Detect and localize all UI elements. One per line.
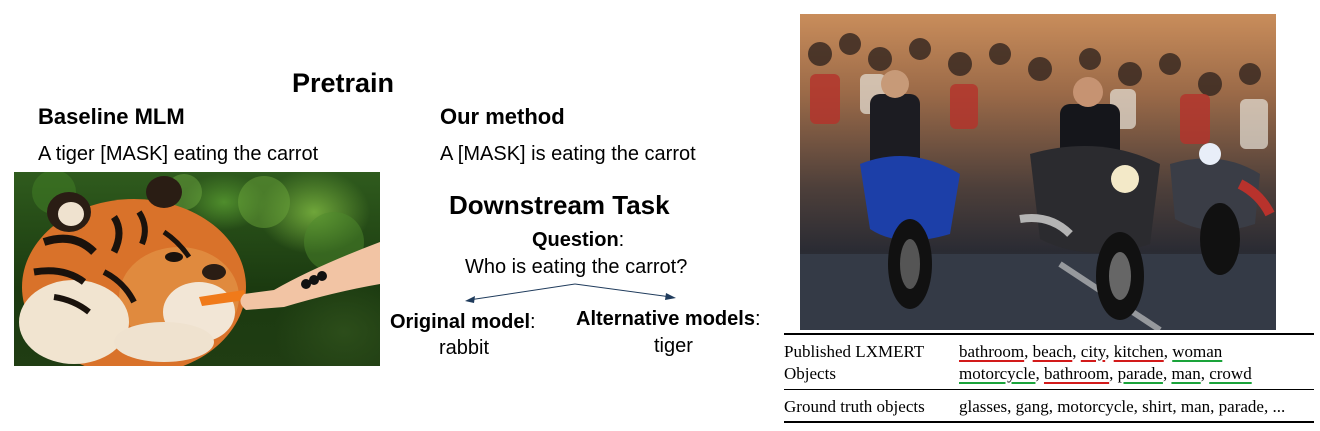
table-middle-rule (784, 389, 1314, 390)
answer-arrows (465, 283, 676, 303)
object-tag-correct: crowd (1209, 364, 1252, 383)
object-separator: , (1072, 342, 1081, 361)
baseline-sentence: A tiger [MASK] eating the carrot (38, 143, 319, 165)
published-objects-header-line2: Objects (784, 364, 836, 383)
original-model-label-text: Original model (390, 311, 531, 333)
object-tag-correct: motorcycle (959, 364, 1036, 383)
tiger-illustration (19, 172, 380, 366)
arrow-right-head (665, 293, 676, 300)
object-separator: , (1163, 342, 1173, 361)
downstream-title: Downstream Task (449, 190, 670, 220)
alternative-models-colon: : (754, 308, 761, 330)
published-objects-values: bathroom, beach, city, kitchen, woman mo… (959, 341, 1252, 385)
object-separator: , (1109, 364, 1118, 383)
object-tag-incorrect: beach (1032, 342, 1073, 361)
alternative-models-label-text: Alternative models (576, 308, 755, 330)
object-separator: , (1024, 342, 1033, 361)
published-objects-header: Published LXMERT Objects (784, 341, 924, 385)
published-objects-line1: bathroom, beach, city, kitchen, woman (959, 341, 1252, 363)
question-colon: : (618, 229, 625, 251)
arrow-left-head (465, 296, 475, 303)
original-model-answer: rabbit (439, 337, 490, 359)
ground-truth-values: glasses, gang, motorcycle, shirt, man, p… (959, 397, 1286, 416)
question-label-text: Question (532, 229, 619, 251)
motorcycle-parade-image (800, 14, 1276, 330)
object-separator: , (1035, 364, 1044, 383)
object-tag-incorrect: bathroom (1043, 364, 1110, 383)
published-objects-header-line1: Published LXMERT (784, 342, 925, 361)
question-label: Question: (532, 229, 624, 252)
published-objects-line2: motorcycle, bathroom, parade, man, crowd (959, 363, 1252, 385)
ground-truth-header: Ground truth objects (784, 397, 925, 416)
motorcycle-parade-illustration (800, 33, 1276, 330)
original-model-label: Original model: (390, 311, 536, 334)
alternative-models-answer: tiger (654, 335, 693, 357)
object-tag-incorrect: bathroom (959, 342, 1025, 361)
tiger-eating-carrot-image (14, 172, 380, 366)
pretrain-title: Pretrain (292, 68, 395, 98)
object-tag-incorrect: city (1080, 342, 1106, 361)
object-tag-correct: woman (1172, 342, 1223, 361)
our-method-heading: Our method (440, 104, 565, 129)
table-top-rule (784, 333, 1314, 335)
object-tag-incorrect: kitchen (1113, 342, 1164, 361)
alternative-models-label: Alternative models: (576, 308, 761, 331)
object-separator: , (1200, 364, 1210, 383)
our-method-sentence: A [MASK] is eating the carrot (440, 143, 696, 165)
table-bottom-rule (784, 421, 1314, 423)
baseline-heading: Baseline MLM (38, 104, 185, 129)
object-tag-correct: parade (1117, 364, 1163, 383)
original-model-colon: : (530, 311, 536, 333)
question-text: Who is eating the carrot? (465, 256, 688, 278)
object-separator: , (1162, 364, 1172, 383)
object-separator: , (1105, 342, 1114, 361)
object-tag-correct: man (1171, 364, 1201, 383)
